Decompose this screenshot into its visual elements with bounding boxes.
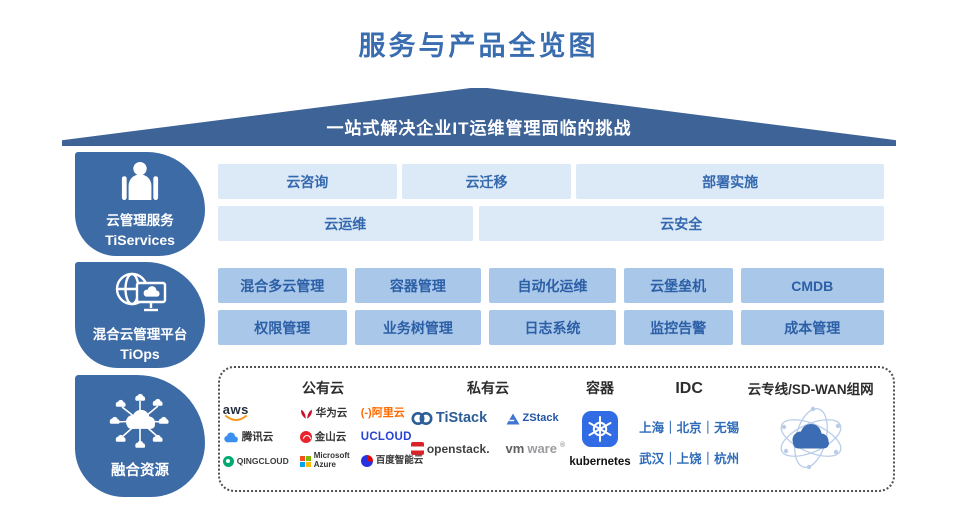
tistack-logo: TiStack	[411, 411, 487, 426]
button-deployment[interactable]: 部署实施	[576, 164, 884, 199]
button-bastion-host[interactable]: 云堡垒机	[623, 268, 733, 303]
button-container-mgmt[interactable]: 容器管理	[354, 268, 482, 303]
idc-cities-line2: 武汉｜上饶｜杭州	[639, 452, 740, 466]
tiops-buttons-bottom: 权限管理 业务树管理 日志系统 监控告警 成本管理	[218, 310, 884, 345]
button-cloud-security[interactable]: 云安全	[478, 206, 884, 241]
tiservices-buttons-bottom: 云运维 云安全	[218, 206, 884, 241]
sdwan-cloud-icon	[772, 405, 850, 476]
roof-banner-text: 一站式解决企业IT运维管理面临的挑战	[62, 88, 896, 146]
badge-resources-label: 融合资源	[111, 462, 169, 479]
aws-smile-icon	[224, 415, 247, 422]
badge-tiservices-label-en: TiServices	[105, 231, 175, 248]
button-cloud-consulting[interactable]: 云咨询	[218, 164, 397, 199]
sdwan-header: 云专线/SD-WAN组网	[747, 382, 874, 397]
baidu-cloud-logo: 百度智能云	[360, 455, 423, 468]
idc-cities-line1: 上海｜北京｜无锡	[639, 421, 740, 435]
badge-tiops-label-en: TiOps	[120, 345, 160, 362]
badge-tiservices-label-zh: 云管理服务	[106, 212, 174, 228]
microsoft-azure-logo: Microsoft Azure	[299, 452, 350, 470]
private-cloud-section: 私有云 TiStack ZStack	[410, 378, 566, 484]
resources-panel: 公有云 aws 华为云 (-)阿里云	[218, 366, 895, 492]
container-header: 容器	[586, 380, 614, 396]
qingcloud-logo: QINGCLOUD	[222, 455, 289, 467]
private-cloud-header: 私有云	[467, 380, 509, 396]
huawei-icon	[300, 409, 312, 419]
sdwan-section: 云专线/SD-WAN组网	[742, 378, 879, 484]
baidu-icon	[360, 455, 373, 468]
badge-tiops: 混合云管理平台 TiOps	[75, 262, 205, 368]
zstack-icon	[506, 413, 520, 424]
container-section: 容器 kubernetes	[564, 378, 636, 484]
kingsoft-icon	[299, 431, 312, 444]
ucloud-logo: UCLOUD	[360, 430, 412, 443]
kubernetes-label: kubernetes	[569, 456, 631, 468]
button-business-tree[interactable]: 业务树管理	[354, 310, 482, 345]
public-cloud-logos: aws 华为云 (-)阿里云	[222, 403, 423, 470]
kubernetes-icon	[582, 411, 618, 452]
button-cloud-migration[interactable]: 云迁移	[401, 164, 572, 199]
button-automation-ops[interactable]: 自动化运维	[489, 268, 616, 303]
badge-tiservices: 云管理服务 TiServices	[75, 152, 205, 256]
button-monitoring-alert[interactable]: 监控告警	[623, 310, 733, 345]
page-title: 服务与产品全览图	[358, 31, 599, 61]
tencent-cloud-icon	[224, 432, 238, 443]
aws-logo: aws	[223, 403, 249, 422]
alibaba-cloud-logo: (-)阿里云	[360, 407, 405, 420]
button-cost-mgmt[interactable]: 成本管理	[740, 310, 884, 345]
button-log-system[interactable]: 日志系统	[489, 310, 616, 345]
roof-banner-label: 一站式解决企业IT运维管理面临的挑战	[326, 119, 632, 138]
kingsoft-cloud-logo: 金山云	[299, 431, 346, 444]
openstack-logo: openstack.	[410, 442, 490, 455]
globe-monitor-icon	[111, 269, 169, 320]
person-icon	[117, 161, 163, 206]
badge-tiops-label-zh: 混合云管理平台	[92, 326, 188, 342]
zstack-logo: ZStack	[506, 413, 559, 425]
openstack-icon	[410, 442, 424, 455]
badge-resources: 融合资源	[75, 375, 205, 497]
huawei-cloud-logo: 华为云	[300, 408, 347, 420]
button-cloud-ops[interactable]: 云运维	[218, 206, 473, 241]
public-cloud-section: 公有云 aws 华为云 (-)阿里云	[222, 378, 423, 484]
public-cloud-header: 公有云	[302, 380, 344, 396]
tencent-cloud-logo: 腾讯云	[223, 432, 273, 443]
tiservices-buttons-top: 云咨询 云迁移 部署实施	[218, 164, 884, 199]
tiops-buttons-top: 混合多云管理 容器管理 自动化运维 云堡垒机 CMDB	[218, 268, 884, 303]
idc-section: IDC 上海｜北京｜无锡 武汉｜上饶｜杭州	[636, 378, 742, 484]
qingcloud-icon	[222, 455, 234, 467]
tistack-icon	[411, 412, 433, 425]
idc-header: IDC	[675, 380, 703, 397]
button-cmdb[interactable]: CMDB	[740, 268, 884, 303]
cloud-network-icon	[109, 393, 171, 456]
button-multicloud-mgmt[interactable]: 混合多云管理	[218, 268, 347, 303]
button-permission-mgmt[interactable]: 权限管理	[218, 310, 347, 345]
microsoft-icon	[299, 455, 311, 467]
